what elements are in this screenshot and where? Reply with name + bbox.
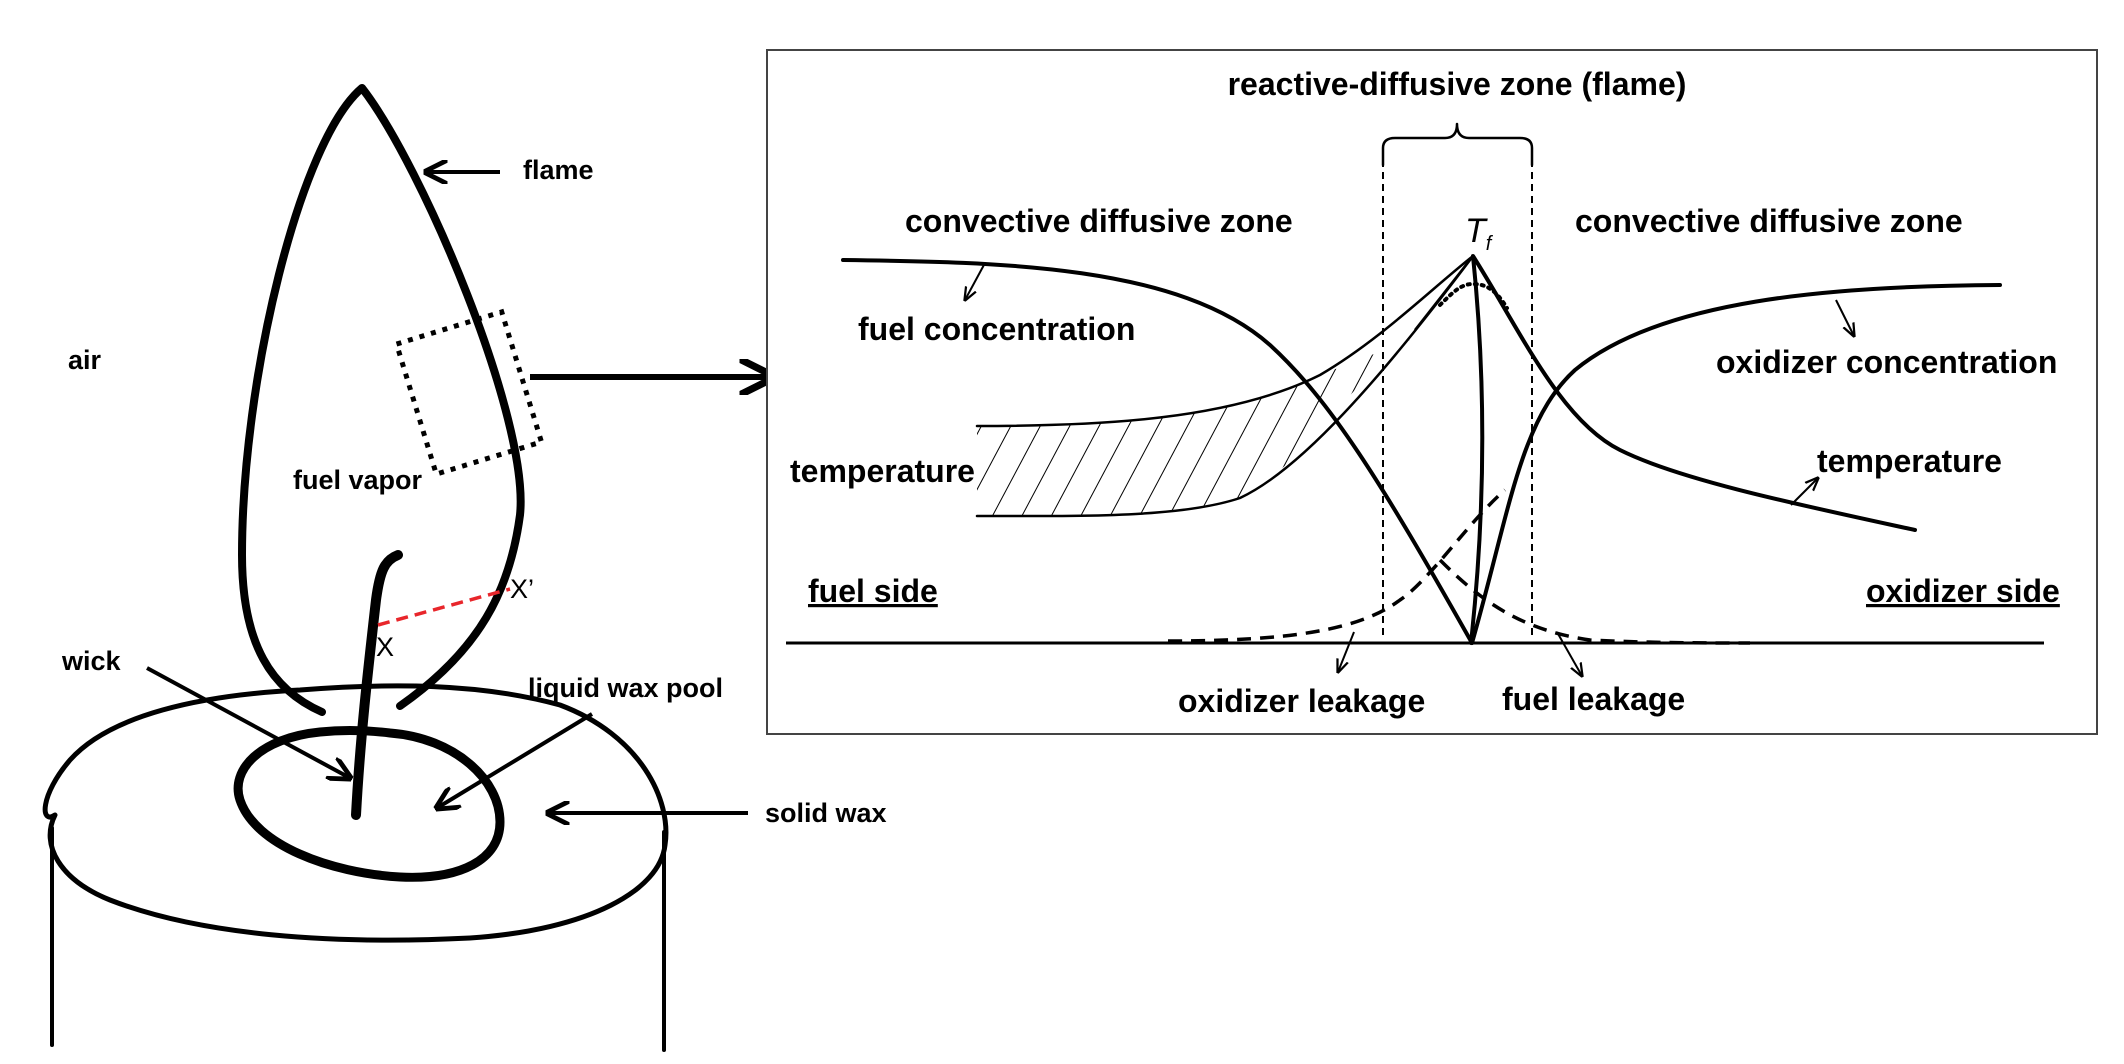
zoom-window <box>393 308 545 478</box>
x-prime-point-label: X’ <box>510 574 534 604</box>
liquid-wax-pool <box>233 726 505 882</box>
reaction-zone-brace <box>1381 122 1534 167</box>
temperature-upper-curve <box>975 254 1475 428</box>
liquid-wax-pool-label: liquid wax pool <box>528 673 723 703</box>
x-point-label: X <box>376 632 394 662</box>
solid-wax-label: solid wax <box>765 798 887 828</box>
panel-frame <box>766 49 2098 735</box>
fuel-concentration-pointer <box>965 262 986 300</box>
temperature-peak-left <box>1414 255 1474 331</box>
flame-structure-panel: reactive-diffusive zone (flame) convecti… <box>766 49 2098 735</box>
temperature-lower-curve <box>975 254 1475 518</box>
oxidizer-side-label: oxidizer side <box>1866 573 2060 609</box>
pool-pointer <box>437 712 594 808</box>
oxidizer-concentration-pointer <box>1835 299 1854 336</box>
air-label: air <box>68 345 102 375</box>
wick-label: wick <box>61 646 122 676</box>
right-zone-label: convective diffusive zone <box>1575 203 1963 239</box>
flame-label: flame <box>523 155 594 185</box>
fuel-side-label: fuel side <box>808 573 938 609</box>
oxidizer-concentration-label: oxidizer concentration <box>1716 344 2057 380</box>
oxidizer-leakage-curve <box>1167 488 1507 643</box>
left-zone-label: convective diffusive zone <box>905 203 1293 239</box>
section-line-x-xprime <box>377 587 511 627</box>
solid-wax-top <box>42 683 669 943</box>
wick-pointer <box>146 666 350 778</box>
flame-outline <box>238 84 525 716</box>
temperature-right-pointer <box>1790 478 1818 506</box>
fuel-leakage-label: fuel leakage <box>1502 681 1685 717</box>
oxidizer-leakage-pointer <box>1338 631 1355 672</box>
temperature-profile-right <box>1469 254 1917 645</box>
flame-temperature-symbol: Tf <box>1465 212 1494 255</box>
fuel-concentration-label: fuel concentration <box>858 311 1135 347</box>
wick <box>351 550 403 820</box>
fuel-leakage-curve <box>1438 558 1751 645</box>
temperature-left-label: temperature <box>790 453 975 489</box>
fuel-leakage-pointer <box>1556 631 1582 676</box>
fuel-vapor-label: fuel vapor <box>293 465 423 495</box>
reactive-zone-title: reactive-diffusive zone (flame) <box>1228 66 1687 102</box>
oxidizer-leakage-label: oxidizer leakage <box>1178 683 1425 719</box>
fuel-concentration-curve <box>841 258 1474 645</box>
candle-sketch: flame air fuel vapor X X’ wick liquid wa… <box>42 84 887 1052</box>
oxidizer-concentration-curve <box>1470 283 2002 645</box>
temperature-right-label: temperature <box>1817 443 2002 479</box>
